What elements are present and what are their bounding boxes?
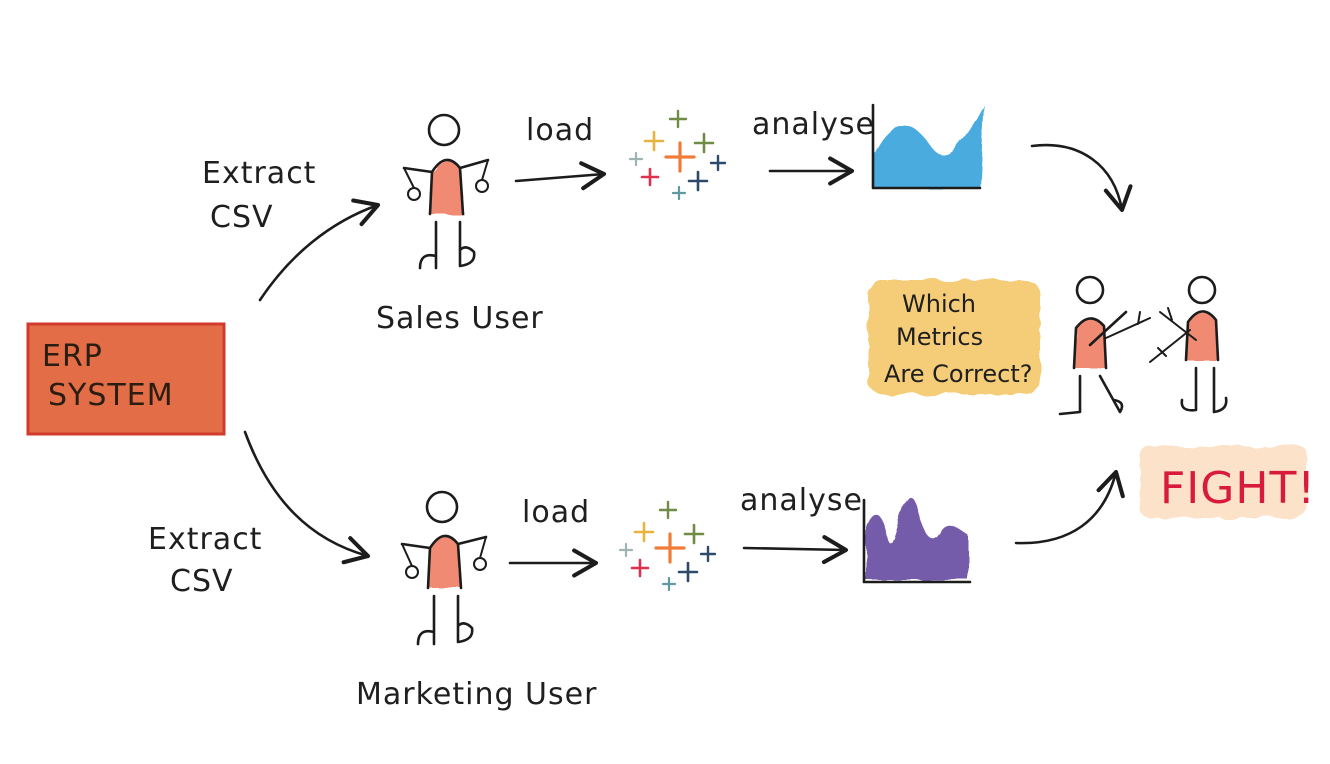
plus-mark [633,521,655,543]
plus-mark [699,545,717,563]
bi-tool-logo-top [628,109,727,201]
plus-mark [628,151,644,167]
extract-arrow-top [258,198,381,302]
load-label-top: load [526,113,594,148]
plus-mark [709,154,727,172]
plus-mark [693,132,715,154]
marketing-chart [862,496,972,584]
plus-mark [683,523,705,545]
extract-arrow-bottom [243,430,371,565]
plus-mark [664,141,696,173]
plus-mark [643,130,665,152]
erp-system-box: ERP SYSTEM [26,322,226,436]
extract-label-top-line2: CSV [210,200,274,235]
question-line1: Which [902,290,976,318]
analyse-label-bottom: analyse [740,483,863,518]
erp-label-line2: SYSTEM [48,378,174,413]
converge-arrow-top [1030,143,1133,213]
sales-user-label: Sales User [376,301,544,336]
erp-label-line1: ERP [42,339,103,374]
plus-mark [654,532,686,564]
plus-mark [658,500,678,520]
plus-mark [640,167,660,187]
extract-label-bottom-line2: CSV [170,564,234,599]
converge-arrow-bottom [1014,469,1125,545]
bi-tool-logo-bottom [618,500,717,592]
sales-user-figure [402,113,490,270]
fight-label: FIGHT! [1140,446,1316,518]
analyse-arrow-bottom [742,535,849,565]
extract-label-top-line1: Extract [202,156,316,191]
question-bubble: Which Metrics Are Correct? [868,280,1040,394]
plus-mark [671,185,687,201]
plus-mark [661,576,677,592]
fight-text: FIGHT! [1160,463,1316,514]
sales-chart [871,103,984,190]
plus-mark [677,561,699,583]
question-line3: Are Correct? [884,360,1033,388]
load-label-bottom: load [522,495,590,530]
plus-mark [618,542,634,558]
fighting-figures [1058,275,1228,416]
analyse-label-top: analyse [752,107,875,142]
question-line2: Metrics [896,323,983,351]
plus-mark [630,558,650,578]
plus-mark [687,170,709,192]
load-arrow-top [514,161,607,191]
marketing-user-label: Marketing User [356,677,597,712]
extract-label-bottom-line1: Extract [148,522,262,557]
plus-mark [668,109,688,129]
marketing-user-figure [400,490,488,646]
